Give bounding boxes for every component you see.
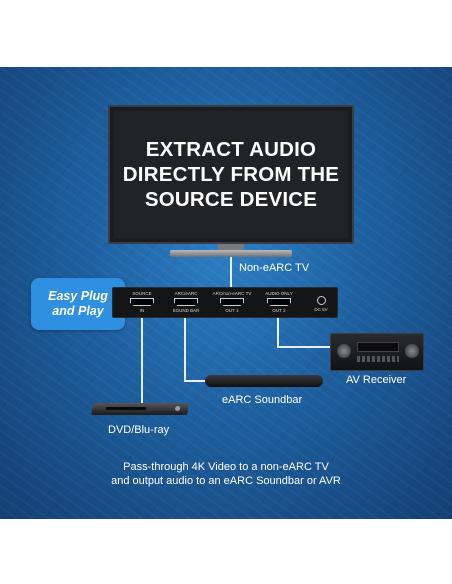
port-label-top: ARC/non-eARC TV (212, 291, 252, 296)
av-receiver-label: AV Receiver (346, 374, 407, 386)
tv-stand (170, 250, 292, 257)
dvd-label: DVD/Blu-ray (108, 424, 170, 436)
hdmi-port-icon (130, 298, 154, 306)
port-label-bottom: SOUND BAR (172, 308, 200, 313)
port-soundbar: ARC/eARC SOUND BAR (165, 288, 207, 319)
av-receiver (330, 333, 424, 371)
knob-icon (337, 344, 351, 358)
hdmi-audio-extractor: SOURCE IN ARC/eARC SOUND BAR ARC/non-eAR… (112, 287, 338, 318)
receiver-button-strip (357, 356, 399, 362)
caption-line-1: Pass-through 4K Video to a non-eARC TV (123, 461, 329, 473)
wire-dvd-vertical (141, 317, 143, 404)
power-button-icon (174, 406, 181, 411)
wire-soundbar-vertical (184, 317, 186, 381)
hdmi-port-icon (174, 298, 198, 306)
tv-label: Non-eARC TV (239, 262, 310, 274)
dc-power-port: DC 5V (310, 288, 332, 319)
hdmi-port-icon (220, 298, 244, 306)
port-label-bottom: OUT 2 (272, 308, 286, 313)
port-label-bottom: IN (139, 308, 145, 313)
dc-label: DC 5V (314, 307, 328, 312)
tv: EXTRACT AUDIO DIRECTLY FROM THE SOURCE D… (108, 105, 354, 244)
wire-tv-vertical (230, 257, 232, 289)
volume-knob-icon (405, 344, 419, 358)
port-label-top: ARC/eARC (174, 291, 198, 296)
tv-headline: EXTRACT AUDIO DIRECTLY FROM THE SOURCE D… (121, 137, 341, 212)
port-source-in: SOURCE IN (121, 288, 163, 319)
wire-avr-vertical (277, 317, 279, 347)
easy-plug-badge: Easy Plug and Play (31, 278, 125, 330)
port-label-top: SOURCE (132, 291, 152, 296)
soundbar-label: eARC Soundbar (222, 394, 303, 406)
tv-headline-line-2: DIRECTLY FROM THE (122, 163, 340, 186)
receiver-display (357, 342, 399, 352)
tv-stand-neck (218, 244, 244, 250)
caption-line-2: and output audio to an eARC Soundbar or … (111, 475, 341, 487)
hdmi-port-icon (267, 298, 291, 306)
caption: Pass-through 4K Video to a non-eARC TV a… (0, 460, 452, 488)
port-label-top: AUDIO ONLY (265, 291, 293, 296)
dvd-player (91, 403, 189, 415)
wire-soundbar-horizontal (184, 380, 206, 382)
port-label-bottom: OUT 1 (225, 308, 239, 313)
wire-avr-horizontal (277, 346, 331, 348)
tv-headline-line-1: EXTRACT AUDIO (145, 138, 317, 161)
soundbar (205, 375, 323, 387)
disc-tray (105, 407, 147, 410)
product-illustration: EXTRACT AUDIO DIRECTLY FROM THE SOURCE D… (0, 67, 452, 519)
tv-headline-line-3: SOURCE DEVICE (144, 188, 318, 211)
port-out-1: ARC/non-eARC TV OUT 1 (211, 288, 253, 319)
dc-jack-icon (316, 296, 326, 305)
tv-screen: EXTRACT AUDIO DIRECTLY FROM THE SOURCE D… (114, 111, 348, 238)
badge-line-2: and Play (52, 304, 104, 318)
port-out-2: AUDIO ONLY OUT 2 (258, 288, 300, 319)
badge-line-1: Easy Plug (48, 289, 108, 303)
